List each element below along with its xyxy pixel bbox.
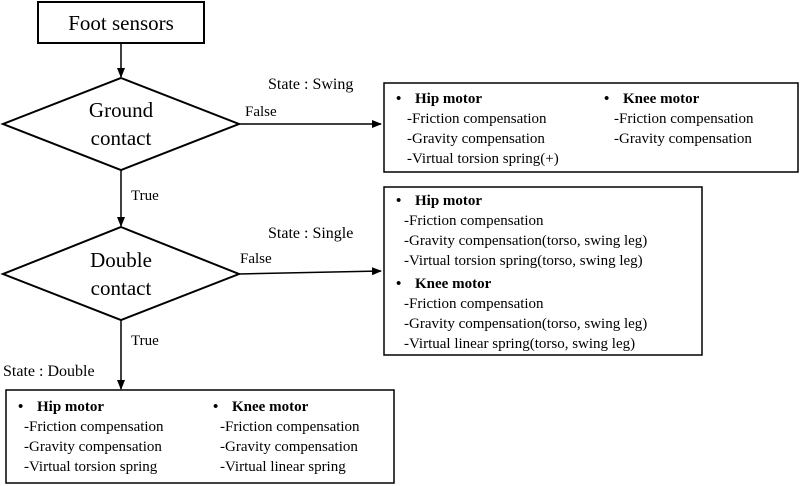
swing-knee-item: -Gravity compensation: [614, 131, 752, 147]
double-knee-title: Knee motor: [232, 399, 309, 415]
ground-contact-line1: Ground: [89, 98, 154, 122]
double-contact-diamond: [0, 225, 242, 322]
single-knee-item: -Gravity compensation(torso, swing leg): [404, 316, 647, 332]
swing-hip-item: -Friction compensation: [407, 111, 547, 127]
double-knee-item: -Virtual linear spring: [220, 459, 346, 475]
swing-hip-title: Hip motor: [415, 91, 482, 107]
double-hip-item: -Virtual torsion spring: [24, 459, 158, 475]
foot-sensors-label: Foot sensors: [68, 11, 174, 35]
ground-contact-line2: contact: [91, 126, 152, 150]
double-contact-line1: Double: [90, 248, 152, 272]
bullet-icon: •: [18, 399, 23, 415]
single-state-box: • Hip motor -Friction compensation -Grav…: [383, 186, 703, 356]
ground-false-label: False: [245, 104, 277, 120]
double-hip-item: -Gravity compensation: [24, 439, 162, 455]
single-hip-item: -Virtual torsion spring(torso, swing leg…: [404, 253, 643, 269]
ground-contact-diamond: [0, 76, 242, 172]
single-knee-title: Knee motor: [415, 276, 492, 292]
bullet-icon: •: [213, 399, 218, 415]
state-single-label: State : Single: [268, 225, 353, 242]
single-knee-item: -Virtual linear spring(torso, swing leg): [404, 336, 635, 352]
double-hip-item: -Friction compensation: [24, 419, 164, 435]
state-swing-label: State : Swing: [268, 76, 353, 93]
swing-knee-item: -Friction compensation: [614, 111, 754, 127]
bullet-icon: •: [396, 193, 401, 209]
double-false-label: False: [240, 251, 272, 267]
foot-sensors-box: [37, 1, 205, 44]
double-knee-item: -Friction compensation: [220, 419, 360, 435]
double-true-label: True: [131, 333, 159, 349]
double-knee-item: -Gravity compensation: [220, 439, 358, 455]
swing-knee-title: Knee motor: [623, 91, 700, 107]
ground-true-label: True: [131, 188, 159, 204]
double-state-box: • Hip motor -Friction compensation -Grav…: [5, 389, 395, 484]
swing-hip-item: -Virtual torsion spring(+): [407, 151, 559, 167]
single-hip-item: -Friction compensation: [404, 213, 544, 229]
swing-hip-item: -Gravity compensation: [407, 131, 545, 147]
swing-state-box: • Hip motor -Friction compensation -Grav…: [383, 82, 799, 173]
single-hip-title: Hip motor: [415, 193, 482, 209]
arrow-double-false: [238, 267, 382, 276]
single-hip-item: -Gravity compensation(torso, swing leg): [404, 233, 647, 249]
bullet-icon: •: [604, 91, 609, 107]
state-double-label: State : Double: [3, 363, 95, 380]
double-contact-line2: contact: [91, 276, 152, 300]
single-knee-item: -Friction compensation: [404, 296, 544, 312]
bullet-icon: •: [396, 91, 401, 107]
bullet-icon: •: [396, 276, 401, 292]
double-hip-title: Hip motor: [37, 399, 104, 415]
